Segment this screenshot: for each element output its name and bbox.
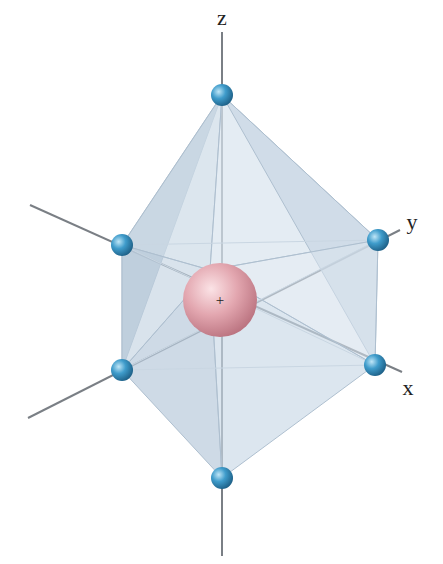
octahedron-faces bbox=[122, 95, 378, 478]
ligand-spheres bbox=[111, 84, 389, 489]
axis-label: y bbox=[407, 211, 418, 233]
axis-label: z bbox=[217, 7, 227, 29]
charge-sign: + bbox=[216, 293, 224, 308]
octahedron-edges bbox=[122, 240, 378, 370]
axes bbox=[28, 32, 402, 556]
central-ion bbox=[183, 263, 257, 337]
axis-label: x bbox=[403, 377, 414, 399]
